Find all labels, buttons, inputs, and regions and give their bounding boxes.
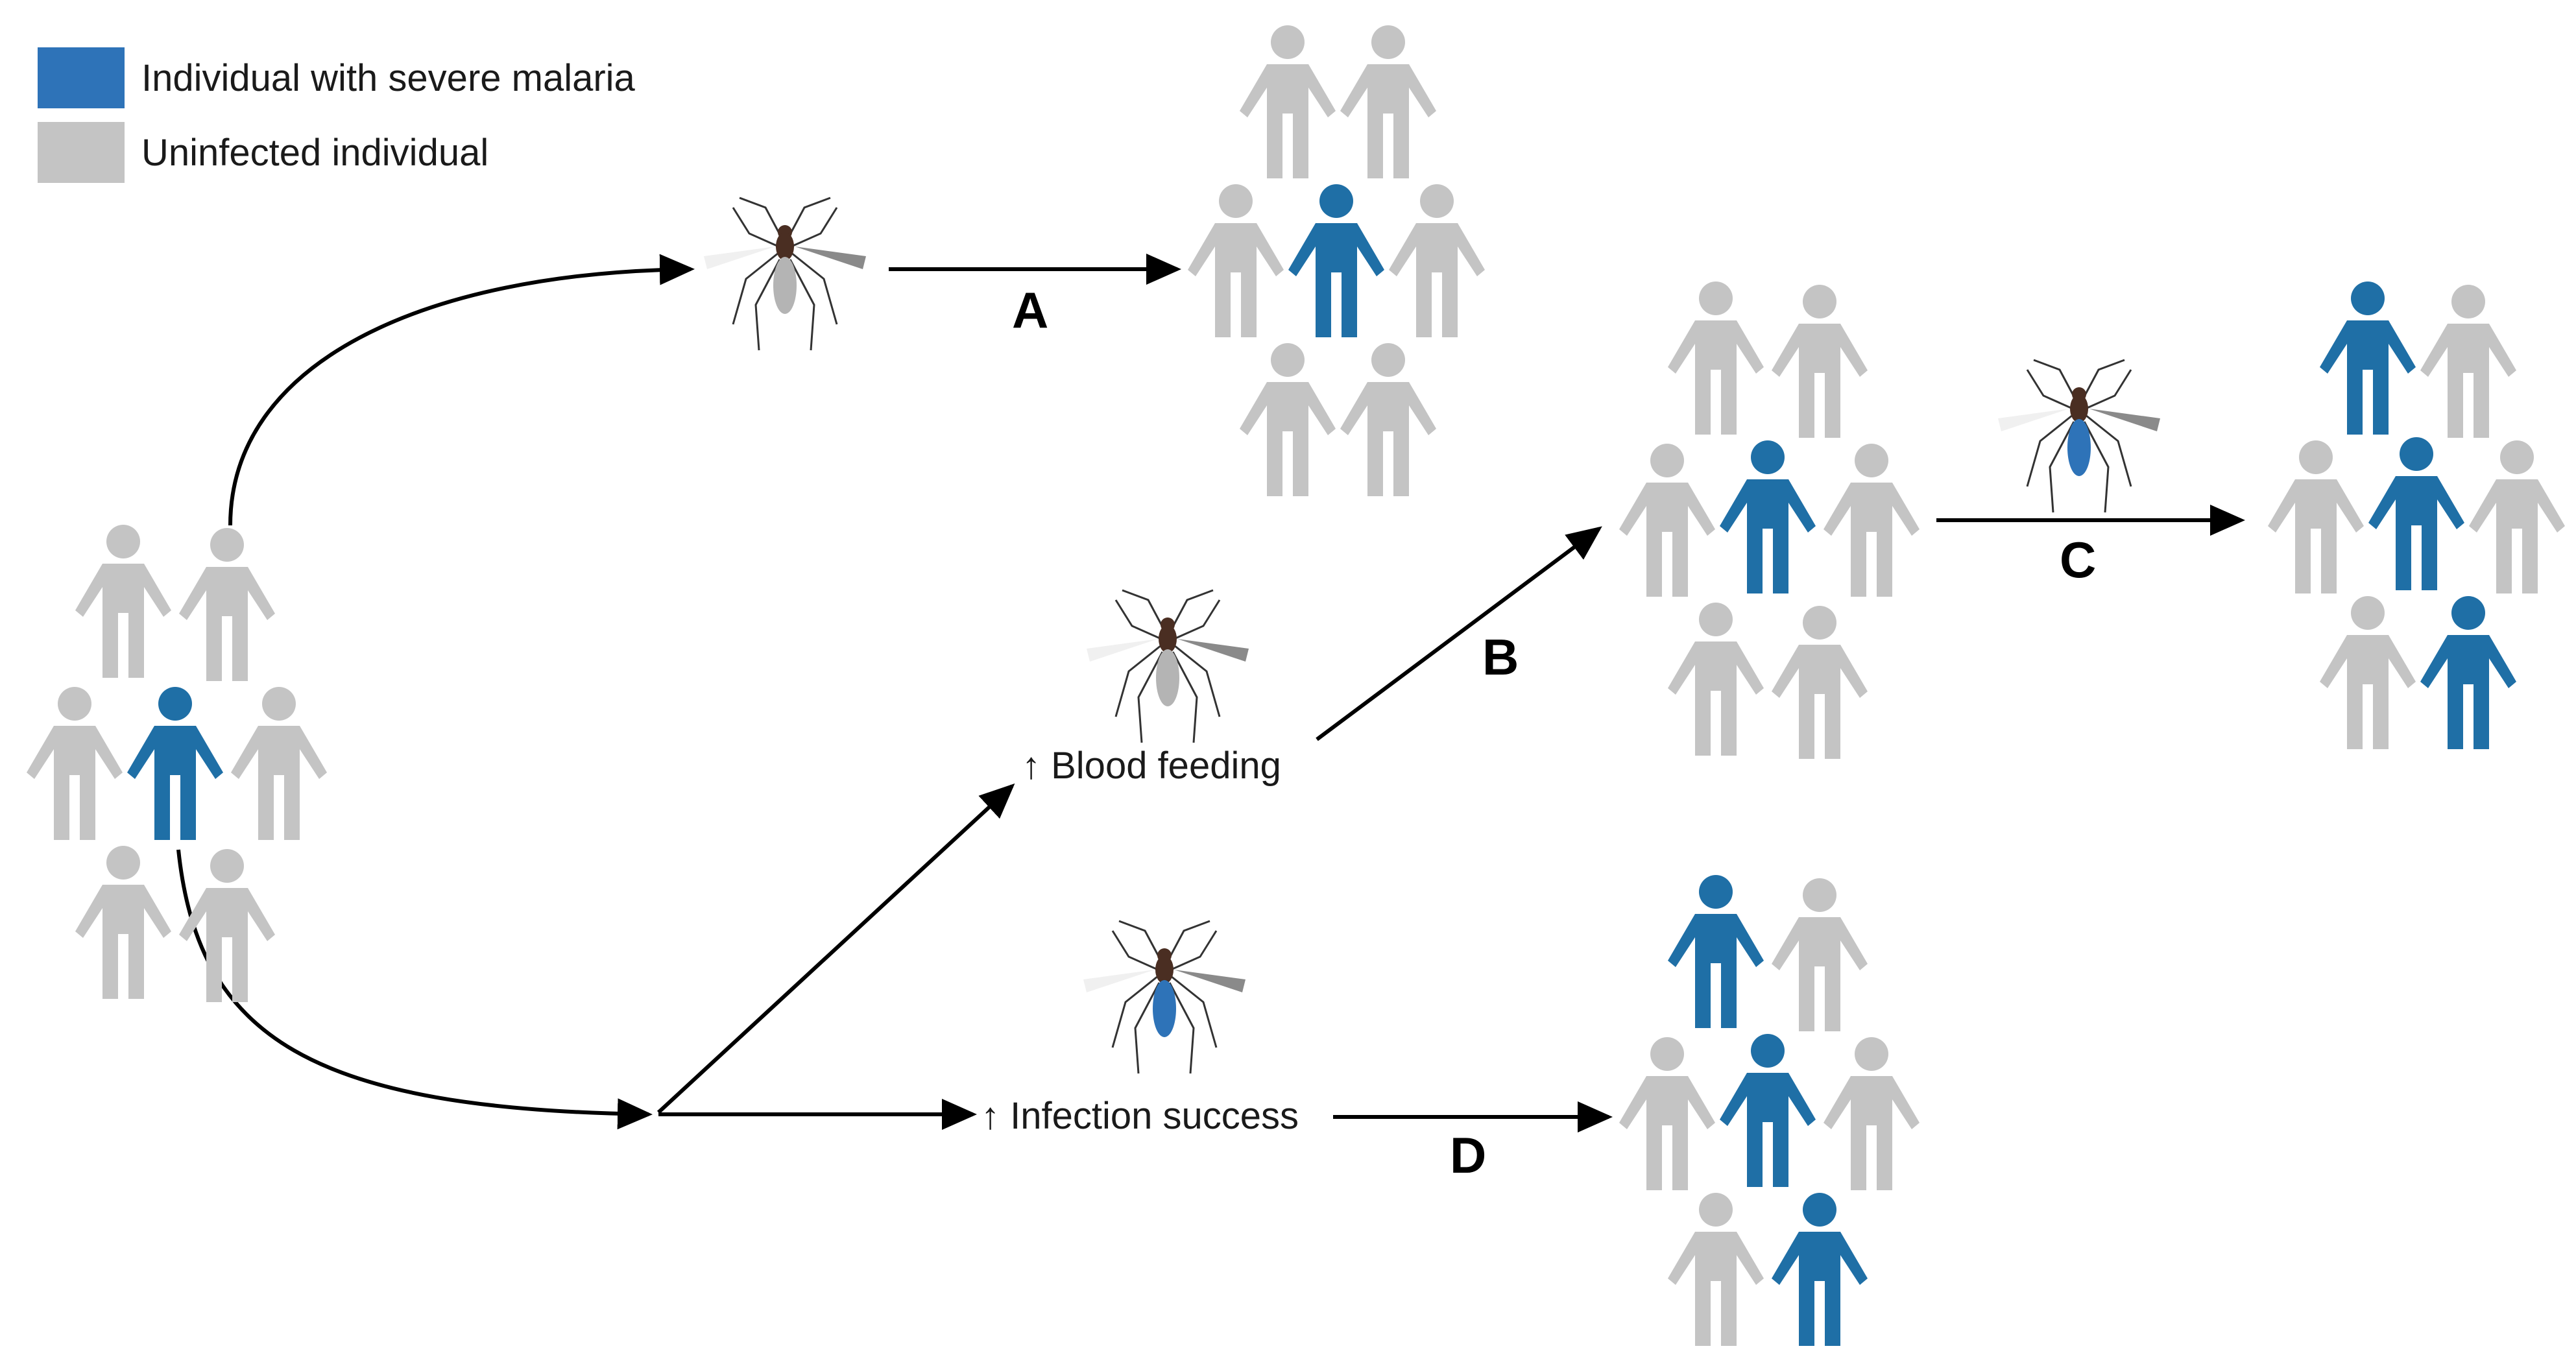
- legend-swatch-severe: [38, 47, 125, 108]
- person-uninfected: [2320, 596, 2416, 749]
- person-infected: [2420, 596, 2516, 749]
- person-infected: [2320, 282, 2416, 435]
- person-uninfected: [1619, 444, 1715, 597]
- legend-label-uninfected: Uninfected individual: [141, 132, 488, 174]
- person-infected: [2368, 437, 2464, 590]
- group-outcome-a: [1188, 25, 1485, 496]
- legend-label-severe: Individual with severe malaria: [141, 57, 636, 99]
- person-uninfected: [1772, 878, 1868, 1031]
- label-d: D: [1450, 1127, 1486, 1184]
- person-uninfected: [2268, 440, 2364, 593]
- connectors: [176, 254, 2245, 1132]
- person-uninfected: [179, 849, 275, 1002]
- blood-feeding-label: ↑ Blood feeding: [1022, 745, 1281, 787]
- infection-success-label: ↑ Infection success: [981, 1095, 1299, 1137]
- person-infected: [1772, 1193, 1868, 1346]
- person-uninfected: [231, 687, 327, 840]
- arrow-b: [1316, 526, 1602, 741]
- person-uninfected: [1389, 184, 1485, 337]
- person-uninfected: [75, 525, 171, 678]
- group-outcome-d: [1619, 875, 1920, 1346]
- person-infected: [1288, 184, 1384, 337]
- legend: Individual with severe malaria Uninfecte…: [38, 47, 636, 183]
- person-uninfected: [1824, 1037, 1920, 1190]
- person-uninfected: [1240, 25, 1336, 178]
- person-uninfected: [1772, 285, 1868, 438]
- person-uninfected: [1772, 606, 1868, 759]
- person-uninfected: [1668, 1193, 1764, 1346]
- person-uninfected: [1240, 343, 1336, 496]
- person-infected: [1668, 875, 1764, 1028]
- label-b: B: [1482, 629, 1519, 686]
- person-uninfected: [1340, 343, 1436, 496]
- arrow-origin-to-mosquito-a: [228, 254, 695, 526]
- person-uninfected: [2420, 285, 2516, 438]
- arrow-branch-to-blood-feeding: [656, 783, 1015, 1114]
- person-infected: [127, 687, 223, 840]
- mosquito-path-a-uninfected: [704, 198, 866, 350]
- group-outcome-b: [1619, 282, 1920, 759]
- person-uninfected: [1668, 603, 1764, 756]
- group-origin: [27, 525, 327, 1002]
- person-uninfected: [1619, 1037, 1715, 1190]
- group-outcome-c: [2268, 282, 2565, 749]
- legend-swatch-uninfected: [38, 122, 125, 183]
- person-uninfected: [179, 528, 275, 681]
- label-c: C: [2060, 531, 2096, 588]
- mosquito-path-c-infected: [1998, 360, 2160, 512]
- person-infected: [1720, 440, 1816, 593]
- person-uninfected: [1668, 282, 1764, 435]
- mosquito-infection-success-infected: [1083, 921, 1246, 1073]
- person-uninfected: [75, 846, 171, 999]
- label-a: A: [1012, 282, 1048, 339]
- arrow-origin-to-branch: [176, 849, 653, 1130]
- person-uninfected: [1824, 444, 1920, 597]
- person-uninfected: [2469, 440, 2565, 593]
- person-uninfected: [1340, 25, 1436, 178]
- person-uninfected: [1188, 184, 1284, 337]
- mosquito-blood-feeding-uninfected: [1087, 590, 1249, 743]
- person-uninfected: [27, 687, 123, 840]
- person-infected: [1720, 1034, 1816, 1187]
